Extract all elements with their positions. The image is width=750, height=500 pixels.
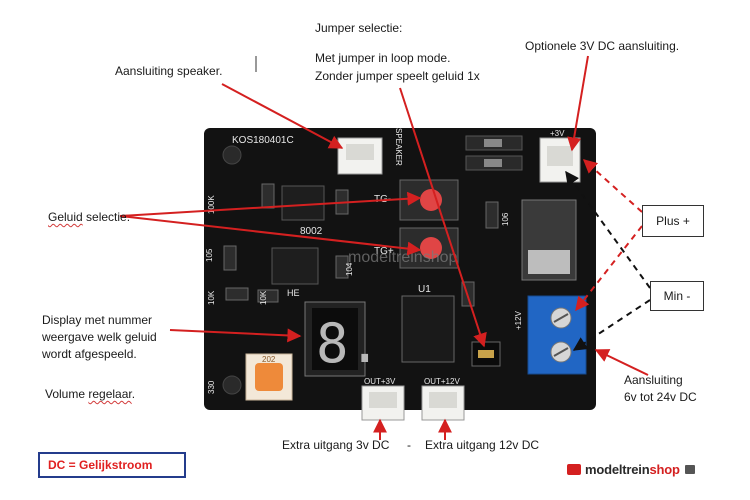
board-out12-text: OUT+12V — [424, 377, 460, 386]
speaker-label: Aansluiting speaker. — [115, 64, 223, 78]
board-watermark: modeltreinshop — [348, 249, 458, 266]
min-dashed-line-bottom — [572, 299, 651, 351]
train-icon — [567, 464, 581, 475]
min-dashed-line-top — [565, 170, 651, 289]
out-dash: - — [407, 438, 411, 452]
out-3v-label: Extra uitgang 3v DC — [282, 438, 390, 452]
volume-suffix: . — [131, 387, 136, 401]
brand-logo-part2: shop — [649, 462, 680, 477]
display-line3: wordt afgespeeld. — [42, 347, 137, 361]
board-plus3-text: +3V — [550, 129, 565, 138]
min-text: Min - — [663, 289, 691, 303]
display-line1: Display met nummer — [42, 313, 153, 327]
chip-he — [271, 247, 319, 285]
ic-u1 — [401, 295, 455, 363]
board-model-text: KOS180401C — [232, 135, 294, 146]
connection-label: Aansluiting 6v tot 24v DC — [624, 372, 697, 406]
board-out3-text: OUT+3V — [364, 377, 396, 386]
brand-logo: modeltreinshop — [567, 462, 695, 477]
sound-select-word: Geluid — [48, 210, 83, 224]
min-callout: Min - — [650, 281, 704, 311]
brand-logo-text: modeltreinshop — [585, 462, 680, 477]
plus-callout: Plus + — [642, 205, 704, 237]
board-r105: 105 — [205, 248, 214, 262]
mount-hole — [222, 145, 242, 165]
volume-prefix: Volume — [45, 387, 89, 401]
arrow-sound-bottom — [119, 215, 422, 256]
arrow-speaker — [221, 83, 344, 149]
amplifier-chip — [281, 185, 325, 221]
board-plus12-text: +12V — [514, 310, 523, 330]
arrow-display — [169, 328, 302, 343]
arrow-sound-top — [119, 191, 422, 217]
brand-logo-part1: modeltrein — [585, 462, 650, 477]
connection-line1: Aansluiting — [624, 373, 683, 387]
plus-dashed-line-top — [582, 159, 643, 213]
out-12v-label: Extra uitgang 12v DC — [425, 438, 540, 452]
optional-3v-label: Optionele 3V DC aansluiting. — [525, 39, 680, 53]
display-label: Display met nummer weergave welk geluid … — [42, 312, 157, 363]
arrow-optional-3v — [567, 55, 589, 152]
board-r106: 106 — [501, 212, 510, 226]
board-r10k-b: 10K — [259, 290, 268, 305]
mount-hole — [222, 375, 242, 395]
sound-select-label: Geluid selectie. — [48, 209, 130, 226]
volume-label: Volume regelaar. — [45, 386, 135, 403]
plus-dashed-line-bottom — [575, 225, 643, 312]
arrow-connection — [594, 349, 649, 376]
board-r330: 330 — [207, 380, 216, 394]
board-he-text: HE — [287, 288, 300, 298]
board-ic-text: U1 — [418, 284, 431, 295]
board-r104: 104 — [345, 262, 354, 276]
board-tg-bottom: TG+ — [374, 246, 394, 257]
board-r100k: 100K — [207, 195, 216, 214]
jumper-title: Jumper selectie: — [315, 21, 403, 35]
dc-legend: DC = Gelijkstroom — [38, 452, 186, 478]
board-pot-text: 202 — [262, 355, 276, 364]
dc-legend-text: DC = Gelijkstroom — [48, 458, 153, 472]
jumper-line2: Zonder jumper speelt geluid 1x — [315, 69, 480, 83]
arrow-jumper — [399, 87, 487, 348]
board-chip-text: 8002 — [300, 226, 323, 237]
flag-icon — [684, 465, 695, 474]
volume-word: regelaar — [88, 387, 132, 401]
board-r10k-a: 10K — [207, 290, 216, 305]
plus-text: Plus + — [656, 214, 690, 228]
connection-line2: 6v tot 24v DC — [624, 390, 697, 404]
board-seg-text: 8. — [316, 312, 381, 375]
jumper-line1: Met jumper in loop mode. — [315, 51, 451, 65]
board-speaker-text: SPEAKER — [394, 128, 403, 166]
display-line2: weergave welk geluid — [42, 330, 157, 344]
sound-select-rest: selectie. — [82, 210, 131, 224]
